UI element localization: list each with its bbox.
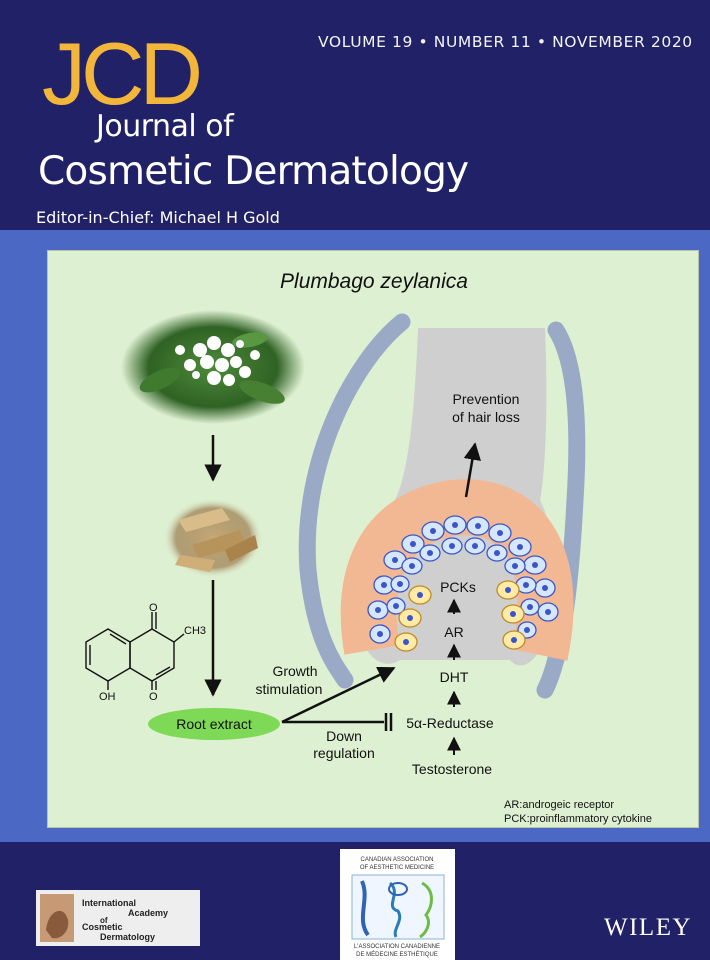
growth-line2: stimulation [256, 681, 323, 697]
iacd-line4: Cosmetic [82, 922, 123, 932]
caam-line1: CANADIAN ASSOCIATION [361, 857, 434, 863]
iacd-line2: Academy [128, 908, 168, 918]
caam-line3: L'ASSOCIATION CANADIENNE [354, 944, 440, 950]
legend-pck: PCK:proinflammatory cytokine [504, 813, 652, 825]
plumbagin-structure [85, 612, 185, 690]
editor-in-chief: Editor-in-Chief: Michael H Gold [36, 208, 280, 227]
iacd-line3: of [100, 916, 108, 925]
caam-line4: DE MÉDECINE ESTHÉTIQUE [356, 951, 438, 958]
down-line2: regulation [313, 745, 375, 761]
down-line1: Down [326, 728, 362, 744]
issue-line: VOLUME 19 • NUMBER 11 • NOVEMBER 2020 [318, 33, 693, 51]
hair-follicle-diagram [298, 313, 586, 699]
chem-oxygen-bottom: O [149, 691, 158, 703]
iacd-line5: Dermatology [100, 932, 155, 942]
chem-ch3: CH3 [184, 625, 206, 637]
publisher-logo: WILEY [604, 914, 693, 941]
iacd-line1: International [82, 898, 136, 908]
root-extract-oval [148, 708, 280, 740]
legend-ar: AR:androgeic receptor [504, 799, 614, 811]
caam-line2: OF AESTHETIC MEDICINE [360, 865, 434, 871]
jcd-logo: JCD [42, 24, 203, 123]
growth-line1: Growth [272, 663, 317, 679]
chem-oxygen-top: O [149, 602, 158, 614]
chem-oh: OH [99, 691, 116, 703]
iacd-logo: International Academy of Cosmetic Dermat… [36, 890, 200, 946]
journal-title-line1: Journal of [96, 109, 234, 144]
caam-emblem: CANADIAN ASSOCIATION OF AESTHETIC MEDICI… [351, 857, 445, 958]
caam-logo: CANADIAN ASSOCIATION OF AESTHETIC MEDICI… [340, 849, 455, 960]
dried-root-photo [163, 498, 263, 578]
ar-label: AR [444, 624, 463, 640]
journal-title-line2: Cosmetic Dermatology [38, 149, 469, 194]
reductase-label: 5α-Reductase [406, 715, 494, 731]
flower-photo [121, 310, 305, 424]
prevention-line1: Prevention [453, 391, 520, 407]
dht-label: DHT [440, 669, 469, 685]
figure-title: Plumbago zeylanica [280, 270, 468, 293]
testosterone-label: Testosterone [412, 761, 492, 777]
pcks-label: PCKs [440, 579, 476, 595]
prevention-line2: of hair loss [452, 409, 520, 425]
root-extract-label: Root extract [176, 716, 252, 732]
iacd-portrait-logo: International Academy of Cosmetic Dermat… [40, 894, 168, 942]
